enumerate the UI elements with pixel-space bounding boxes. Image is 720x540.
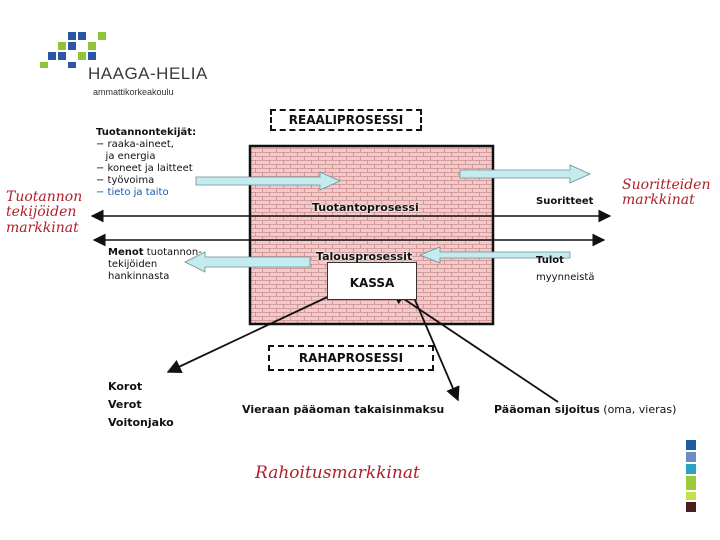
output-block-arrow (459, 164, 591, 184)
money-process-label: RAHAPROSESSI (268, 345, 434, 371)
decor-square-teal (686, 464, 696, 474)
output-markets-line2: markkinat (622, 192, 695, 209)
logo-name: HAAGA-HELIA (88, 64, 208, 83)
decor-square-slate (686, 452, 696, 462)
output-markets-line1: Suoritteiden (622, 177, 711, 193)
production-factor-item: − tieto ja taito (96, 187, 169, 198)
outflow-item: Voitonjako (108, 416, 174, 429)
decor-square-green (686, 476, 696, 490)
expenses-text-line: tekijöiden (108, 259, 158, 270)
investment-arrow (390, 290, 559, 403)
cash-box: KASSA (327, 262, 417, 300)
production-process-label: Tuotantoprosessi (312, 201, 419, 214)
financial-markets-label: Rahoitusmarkkinat (255, 463, 420, 483)
cash-label: KASSA (349, 276, 395, 290)
income-block-arrow (418, 246, 571, 264)
haaga-helia-logo-mark (40, 32, 106, 68)
input-block-arrow (195, 171, 341, 191)
expenses-text-line: tuotannon- (143, 247, 202, 258)
production-factor-item: − raaka-aineet, (96, 139, 174, 150)
income-title: Tulot (536, 255, 564, 266)
decor-square-blue (686, 440, 696, 450)
logo-subtitle: ammattikorkeakoulu (93, 87, 174, 97)
production-factors-block: Tuotannontekijät: − raaka-aineet, ja ene… (96, 127, 196, 199)
outflow-item: Korot (108, 380, 143, 393)
capital-investment-title: Pääoman sijoitus (494, 403, 600, 416)
capital-investment-label: Pääoman sijoitus (oma, vieras) (494, 403, 676, 416)
outflow-arrow (166, 291, 339, 373)
outputs-label: Suoritteet (536, 196, 594, 207)
repayment-arrow (411, 292, 460, 402)
expense-block-arrow (184, 251, 311, 273)
decor-square-brown (686, 502, 696, 512)
factor-markets-line2: tekijöiden (6, 204, 77, 221)
loan-repayment-label: Vieraan pääoman takaisinmaksu (242, 403, 445, 416)
production-factor-item: ja energia (96, 151, 156, 162)
decor-square-lime (686, 492, 696, 500)
income-block: Tulot myynneistä (536, 252, 594, 286)
production-factor-item: − koneet ja laitteet (96, 163, 193, 174)
outflow-item: Verot (108, 398, 142, 411)
capital-investment-suffix: (oma, vieras) (599, 403, 677, 416)
real-process-label: REAALIPROSESSI (270, 109, 422, 131)
output-markets-label: Suoritteiden markkinat (622, 177, 711, 209)
factor-markets-line3: markkinat (6, 219, 79, 236)
expenses-text-line: hankinnasta (108, 271, 170, 282)
production-factor-item: − työvoima (96, 175, 155, 186)
expenses-title: Menot (108, 247, 144, 258)
finance-process-label: Talousprosessit (316, 250, 413, 263)
factor-markets-line1: Tuotannon (6, 189, 83, 205)
outflows-list: Korot Verot Voitonjako (108, 378, 174, 432)
expenses-block: Menot tuotannon- tekijöiden hankinnasta (108, 247, 202, 283)
production-factors-title: Tuotannontekijät: (96, 127, 197, 138)
income-text: myynneistä (536, 272, 595, 283)
factor-markets-label: Tuotannon tekijöiden markkinat (6, 189, 83, 236)
